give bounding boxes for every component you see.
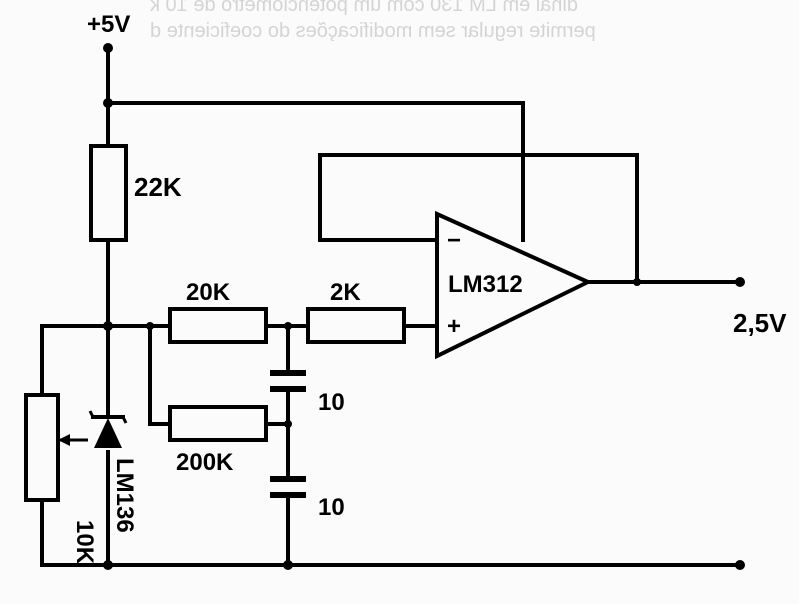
- label-diode: LM136: [111, 458, 138, 533]
- label-r20k: 20K: [186, 279, 231, 306]
- junction-dot: [103, 560, 113, 570]
- opamp-supply-wire: [106, 101, 525, 242]
- junction-dot: [283, 560, 293, 570]
- diode-triangle-icon: [94, 418, 122, 448]
- diode-zener-flag: [88, 410, 95, 418]
- supply-terminal: [103, 43, 113, 53]
- capacitor-lower: [270, 476, 306, 498]
- opamp-triangle: [435, 210, 593, 360]
- label-r200k: 200K: [176, 449, 234, 476]
- resistor-20k: [168, 307, 268, 344]
- label-pot: 10K: [71, 520, 98, 565]
- opamp-plus-sign: +: [447, 313, 461, 340]
- junction-dot: [284, 420, 292, 428]
- opamp-minus-sign: −: [447, 227, 461, 254]
- capacitor-plate: [270, 476, 306, 482]
- diode-zener-flag: [121, 416, 128, 424]
- capacitor-plate: [270, 370, 306, 376]
- pot-wiper-arrow-icon: [58, 434, 70, 446]
- resistor-22k: [89, 144, 128, 242]
- ground-terminal: [735, 560, 745, 570]
- output-label: 2,5V: [733, 308, 787, 338]
- label-r2k: 2K: [330, 279, 361, 306]
- output-terminal: [735, 277, 745, 287]
- capacitor-upper: [270, 370, 306, 392]
- label-opamp: LM312: [448, 271, 523, 298]
- label-r22k: 22K: [134, 172, 182, 202]
- junction-dot: [146, 322, 154, 330]
- opamp-lm312: [435, 210, 593, 360]
- reference-diode-lm136: [88, 410, 128, 448]
- supply-label: +5V: [87, 11, 130, 38]
- label-cap-upper: 10: [318, 389, 345, 416]
- label-cap-lower: 10: [318, 494, 345, 521]
- potentiometer-10k: [24, 393, 60, 502]
- capacitor-plate: [270, 386, 306, 392]
- r200k-branch-wire: [148, 324, 172, 426]
- resistor-200k: [168, 405, 268, 442]
- junctions: [103, 43, 745, 570]
- wires: [40, 46, 742, 567]
- feedback-wire: [318, 153, 639, 284]
- capacitor-plate: [270, 492, 306, 498]
- junction-dot: [284, 322, 292, 330]
- junction-dot: [103, 98, 113, 108]
- junction-dot: [103, 321, 113, 331]
- junction-dot: [633, 278, 641, 286]
- resistor-2k: [306, 307, 406, 344]
